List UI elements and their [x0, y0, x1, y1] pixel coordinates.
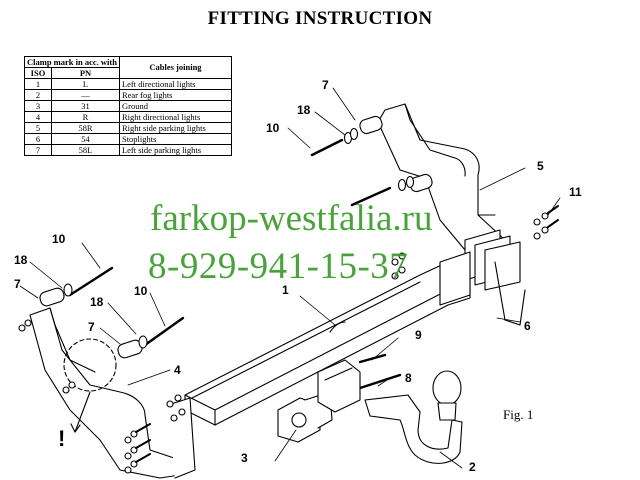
callout-9: 9: [415, 328, 422, 342]
callout-10: 10: [52, 232, 66, 246]
warning-mark: !: [58, 426, 66, 451]
cable-joining-table: Clamp mark in acc. with Cables joining I…: [24, 56, 232, 156]
figure-label: Fig. 1: [503, 407, 534, 422]
watermark-phone: 8-929-941-15-37: [148, 246, 409, 287]
callout-7: 7: [14, 277, 21, 291]
detail-pointer: [74, 391, 91, 433]
leader-lines: [19, 87, 561, 469]
table-row: 1 L Left directional lights: [24, 78, 232, 90]
detail-circle: [63, 338, 117, 392]
tow-ball-neck: [364, 370, 463, 464]
page-title: FITTING INSTRUCTION: [207, 8, 433, 29]
callout-7: 7: [322, 78, 329, 92]
short-bolts: [135, 205, 559, 463]
callout-11: 11: [569, 185, 582, 199]
table-row: 4 R Right directional lights: [24, 111, 232, 123]
spacer-tubes: [39, 115, 433, 359]
callout-10: 10: [134, 284, 148, 298]
callout-2: 2: [469, 460, 476, 474]
left-bracket: [29, 307, 196, 479]
callout-18: 18: [297, 103, 311, 117]
callout-10: 10: [266, 121, 280, 135]
callout-1: 1: [282, 283, 289, 297]
row-iso: 6: [24, 133, 52, 145]
table-row: 5 58R Right side parking lights: [24, 122, 232, 134]
row-pn: 58L: [51, 144, 120, 156]
right-mount-plates: [439, 229, 526, 326]
table-row: 7 58L Left side parking lights: [24, 144, 232, 156]
ball-mount-bracket: [317, 359, 361, 413]
row-iso: 7: [24, 144, 52, 156]
watermark-site: farkop-westfalia.ru: [150, 198, 433, 239]
row-desc: Left side parking lights: [118, 144, 232, 156]
callout-18: 18: [14, 253, 28, 267]
bolts: [68, 138, 402, 390]
callout-3: 3: [241, 451, 248, 465]
table-row: 3 31 Ground: [24, 100, 232, 112]
callout-5: 5: [537, 159, 544, 173]
callout-6: 6: [524, 319, 531, 333]
callout-7: 7: [88, 320, 95, 334]
callout-18: 18: [90, 295, 104, 309]
callout-4: 4: [174, 363, 181, 377]
callout-8: 8: [405, 371, 412, 385]
right-bracket: [377, 103, 506, 266]
